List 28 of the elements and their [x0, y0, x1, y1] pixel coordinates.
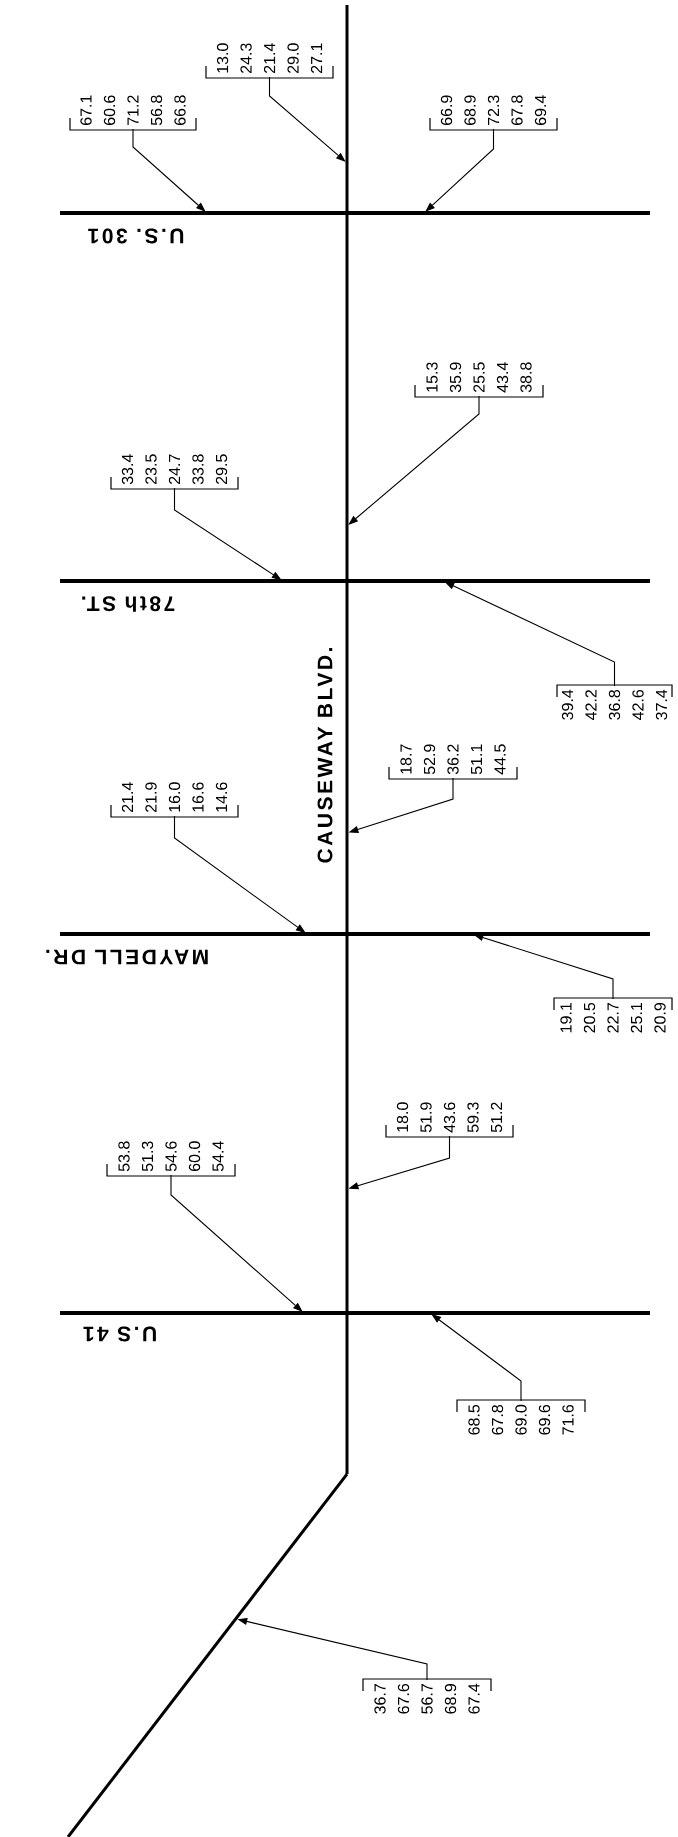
value-list: 39.4 42.2 36.8 42.6 37.4: [561, 689, 668, 720]
value-list: 15.3 35.9 25.5 43.4 38.8: [426, 362, 532, 393]
value-list: 19.1 20.5 22.7 25.1 20.9: [560, 1002, 666, 1033]
value-list: 53.8 51.3 54.6 60.0 54.4: [118, 1141, 224, 1172]
node-label: MAYDELL DR.: [46, 949, 208, 965]
value-list: 18.7 52.9 36.2 51.1 44.5: [400, 744, 506, 775]
leader-line: [348, 395, 480, 525]
node-label: U.S 41: [83, 1326, 156, 1342]
value-list: 33.4 23.5 24.7 33.8 29.5: [121, 454, 228, 485]
leader-line: [132, 128, 206, 212]
node-label: 78th ST.: [82, 596, 175, 612]
leader-line: [268, 76, 346, 162]
road: U.S. 301: [60, 210, 650, 244]
node-label: CAUSEWAY BLVD.: [317, 648, 333, 863]
value-list: 36.7 67.6 56.7 68.9 67.4: [374, 1683, 480, 1714]
road: [66, 1473, 349, 1837]
value-list: 68.5 67.8 69.0 69.6 71.6: [468, 1404, 574, 1435]
node-label: U.S. 301: [88, 228, 184, 244]
leader-line: [425, 128, 495, 212]
road: MAYDELL DR.: [46, 931, 650, 965]
road: 78th ST.: [60, 578, 650, 612]
road: U.S 41: [60, 1310, 650, 1342]
value-list: 66.9 68.9 72.3 67.8 69.4: [440, 95, 547, 125]
leader-line: [170, 1174, 303, 1312]
value-list: 67.1 60.6 71.2 56.8 66.8: [80, 95, 186, 126]
value-list: 21.4 21.9 16.0 16.6 14.6: [121, 782, 228, 812]
value-list: 13.0 24.3 21.4 29.0 27.1: [216, 43, 323, 73]
value-list: 18.0 51.9 43.6 59.3 51.2: [396, 1102, 503, 1133]
